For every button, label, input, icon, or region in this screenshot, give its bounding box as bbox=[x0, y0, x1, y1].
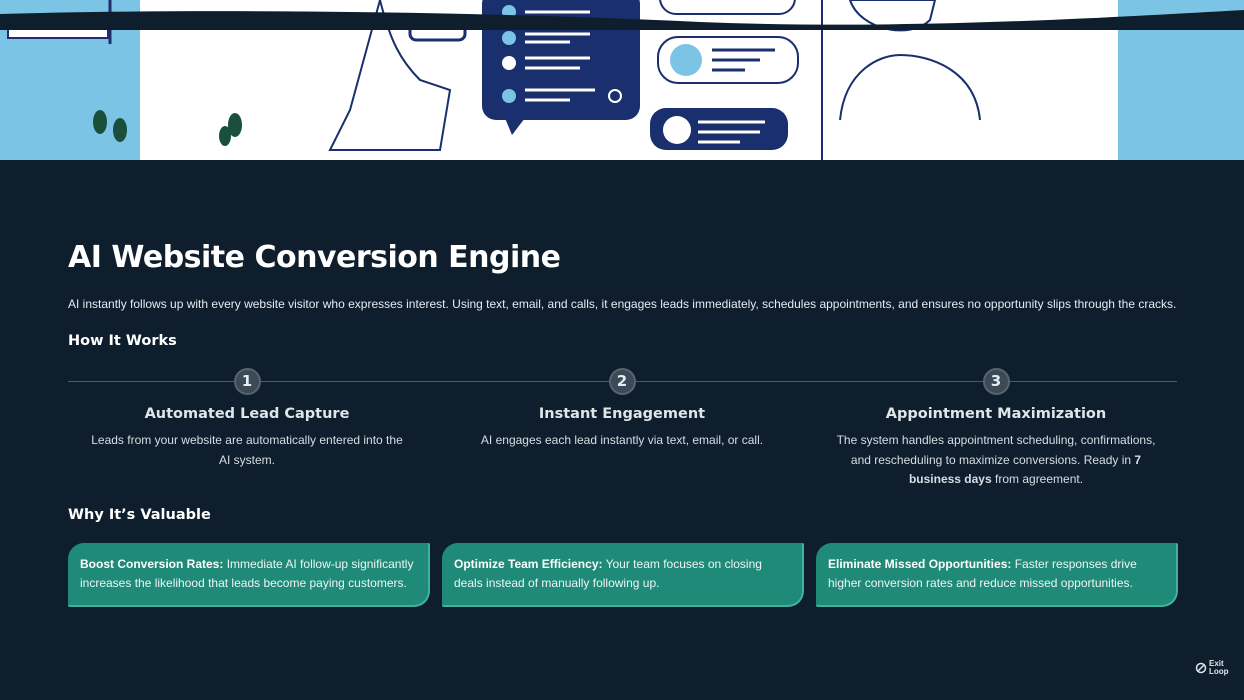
step-3: 3 Appointment Maximization The system ha… bbox=[826, 368, 1166, 490]
step-number: 2 bbox=[608, 368, 636, 395]
page-title: AI Website Conversion Engine bbox=[68, 240, 561, 275]
chat-illustration bbox=[7, 0, 981, 160]
step-1: 1 Automated Lead Capture Leads from your… bbox=[77, 368, 417, 470]
value-card-efficiency: Optimize Team Efficiency: Your team focu… bbox=[442, 543, 804, 607]
why-valuable-heading: Why It’s Valuable bbox=[68, 507, 211, 523]
step-title: Instant Engagement bbox=[538, 406, 706, 422]
hero-illustration bbox=[0, 0, 1244, 160]
value-card-conversion: Boost Conversion Rates: Immediate AI fol… bbox=[68, 543, 430, 607]
step-text: AI engages each lead instantly via text,… bbox=[480, 433, 764, 447]
step-2: 2 Instant Engagement AI engages each lea… bbox=[452, 368, 792, 451]
logo-icon bbox=[1195, 662, 1207, 674]
value-card-opportunities: Eliminate Missed Opportunities: Faster r… bbox=[816, 543, 1178, 607]
step-number: 3 bbox=[982, 368, 1010, 395]
step-number: 1 bbox=[233, 368, 261, 395]
intro-text: AI instantly follows up with every websi… bbox=[68, 297, 1177, 311]
how-it-works-heading: How It Works bbox=[68, 333, 177, 349]
step-title: Appointment Maximization bbox=[885, 406, 1107, 422]
step-title: Automated Lead Capture bbox=[144, 406, 350, 422]
step-text: Leads from your website are automaticall… bbox=[91, 433, 403, 467]
step-text: The system handles appointment schedulin… bbox=[836, 433, 1156, 486]
